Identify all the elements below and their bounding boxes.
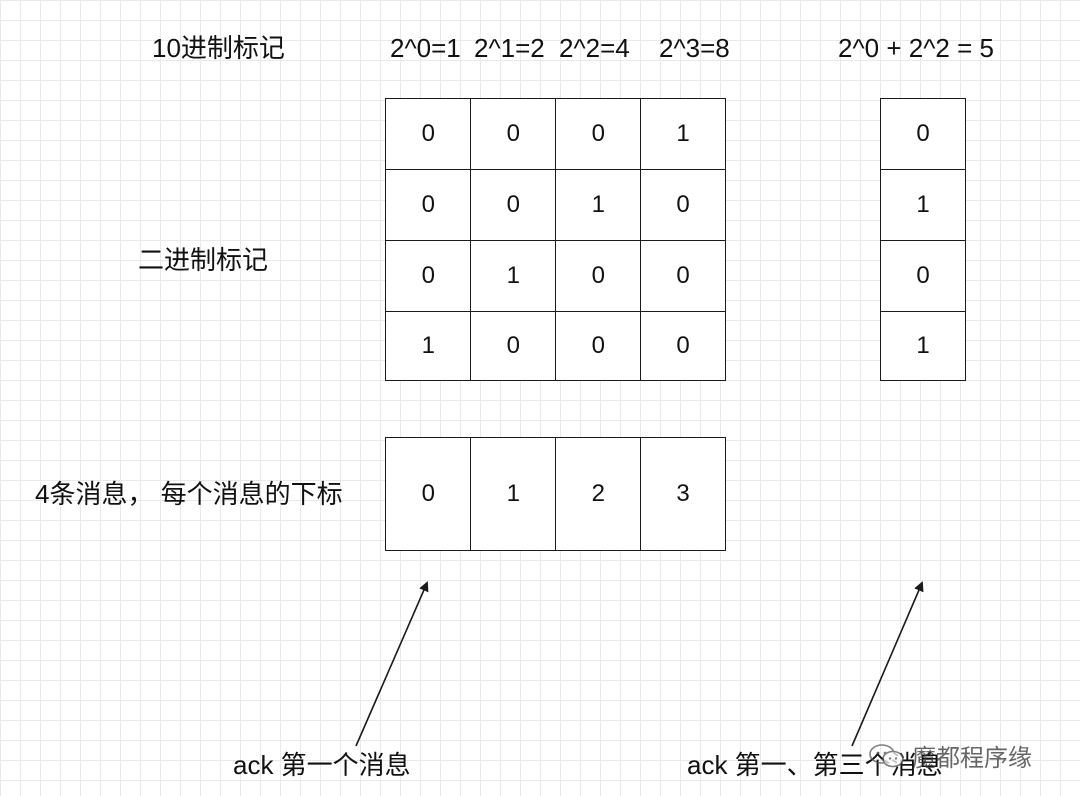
matrix-cell-r2-c1: 1 [470,240,557,313]
arrow-ack-first-third [851,581,924,747]
matrix-cell-r1-c1: 0 [470,169,557,242]
result-cell-3: 1 [880,311,966,381]
matrix-cell-r2-c2: 0 [555,240,642,313]
message-index-cell-1: 1 [470,437,557,551]
matrix-cell-r3-c0: 1 [385,311,472,381]
arrow-ack-first [355,581,429,747]
power-label-3: 2^3=8 [659,33,730,63]
binary-marker-label: 二进制标记 [138,245,269,275]
wechat-icon [869,743,904,767]
matrix-cell-r0-c3: 1 [640,98,726,171]
sum-expression-label: 2^0 + 2^2 = 5 [838,33,994,63]
matrix-cell-r0-c1: 0 [470,98,557,171]
power-label-1: 2^1=2 [474,33,545,63]
matrix-cell-r1-c2: 1 [555,169,642,242]
matrix-cell-r0-c0: 0 [385,98,472,171]
decimal-marker-label: 10进制标记 [152,33,285,63]
matrix-cell-r3-c2: 0 [555,311,642,381]
matrix-cell-r1-c3: 0 [640,169,726,242]
watermark-text: 魔都程序缘 [912,744,1032,772]
message-index-cell-3: 3 [640,437,726,551]
power-label-0: 2^0=1 [390,33,461,63]
result-cell-0: 0 [880,98,966,171]
messages-label: 4条消息， 每个消息的下标 [35,479,343,509]
power-label-2: 2^2=4 [559,33,630,63]
matrix-cell-r1-c0: 0 [385,169,472,242]
matrix-cell-r2-c0: 0 [385,240,472,313]
watermark: 魔都程序缘 [868,738,1032,773]
matrix-cell-r3-c3: 0 [640,311,726,381]
matrix-cell-r2-c3: 0 [640,240,726,313]
ack-first-label: ack 第一个消息 [233,750,411,780]
message-index-cell-0: 0 [385,437,472,551]
message-index-cell-2: 2 [555,437,642,551]
result-cell-2: 0 [880,240,966,313]
matrix-cell-r3-c1: 0 [470,311,557,381]
result-cell-1: 1 [880,169,966,242]
matrix-cell-r0-c2: 0 [555,98,642,171]
